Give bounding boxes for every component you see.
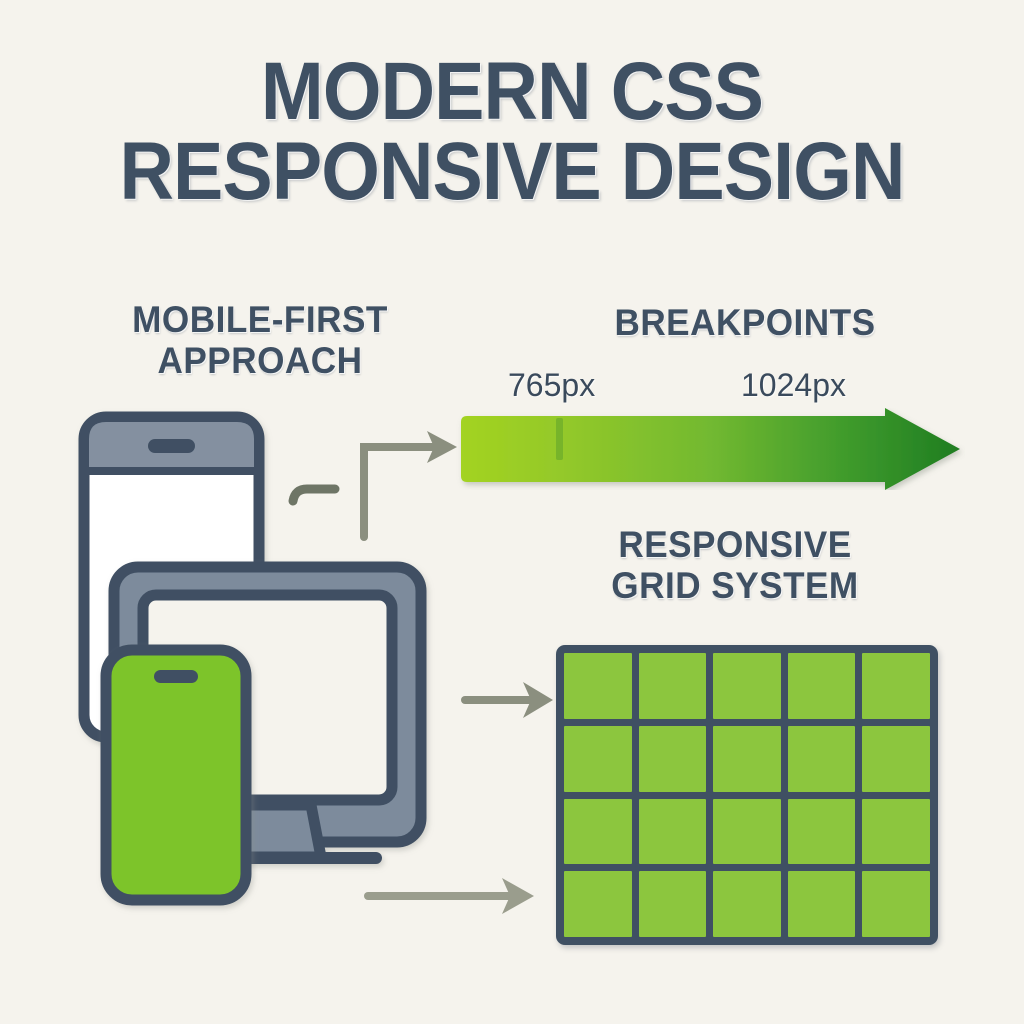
breakpoint-label-765: 765px bbox=[508, 367, 596, 403]
grid-cell bbox=[862, 798, 930, 865]
section-heading-breakpoints: BREAKPOINTS bbox=[555, 302, 935, 344]
section-heading-mobile-first: MOBILE-FIRST APPROACH bbox=[70, 299, 450, 381]
mobile-first-heading-line-1: MOBILE-FIRST bbox=[132, 299, 388, 340]
grid-cell bbox=[638, 871, 707, 937]
page-title-line-2: RESPONSIVE DESIGN bbox=[119, 126, 905, 218]
grid-cell bbox=[564, 653, 632, 719]
grid-cell bbox=[564, 871, 632, 937]
grid-cell bbox=[862, 725, 930, 792]
speaker-grille-icon bbox=[148, 439, 195, 453]
arrow-right-icon-bottom bbox=[364, 878, 534, 914]
grid-cell bbox=[713, 871, 781, 937]
phone-speaker-icon bbox=[154, 670, 198, 683]
breakpoints-heading-text: BREAKPOINTS bbox=[614, 302, 876, 343]
elbow-arrow-icon bbox=[288, 431, 457, 541]
grid-cell bbox=[713, 725, 781, 792]
arrow-right-icon bbox=[461, 682, 553, 718]
grid-cell bbox=[787, 653, 856, 719]
breakpoint-label-1024: 1024px bbox=[741, 367, 846, 403]
section-heading-grid-system: RESPONSIVE GRID SYSTEM bbox=[555, 524, 916, 606]
grid-cell bbox=[787, 871, 856, 937]
grid-cell bbox=[862, 653, 930, 719]
grid-cell bbox=[713, 653, 781, 719]
grid-cell bbox=[862, 871, 930, 937]
grid-cell bbox=[638, 653, 707, 719]
gradient-arrow-icon bbox=[461, 408, 960, 490]
grid-cell bbox=[564, 798, 632, 865]
dash-stub-icon bbox=[288, 484, 340, 506]
responsive-grid-panel bbox=[556, 645, 938, 945]
page-title-line-1: MODERN CSS bbox=[260, 46, 764, 137]
mobile-first-heading-line-2: APPROACH bbox=[157, 339, 363, 381]
grid-cell bbox=[713, 798, 781, 865]
grid-cell bbox=[787, 798, 856, 865]
grid-cell bbox=[638, 725, 707, 792]
grid-cell bbox=[787, 725, 856, 792]
devices-illustration bbox=[78, 411, 427, 906]
grid-cell bbox=[564, 725, 632, 792]
page-title: MODERN CSS RESPONSIVE DESIGN bbox=[41, 51, 983, 218]
grid-system-heading-line-2: GRID SYSTEM bbox=[611, 564, 859, 606]
grid-system-heading-line-1: RESPONSIVE bbox=[618, 524, 852, 565]
mobile-phone-icon bbox=[100, 644, 252, 906]
grid-cell bbox=[638, 798, 707, 865]
